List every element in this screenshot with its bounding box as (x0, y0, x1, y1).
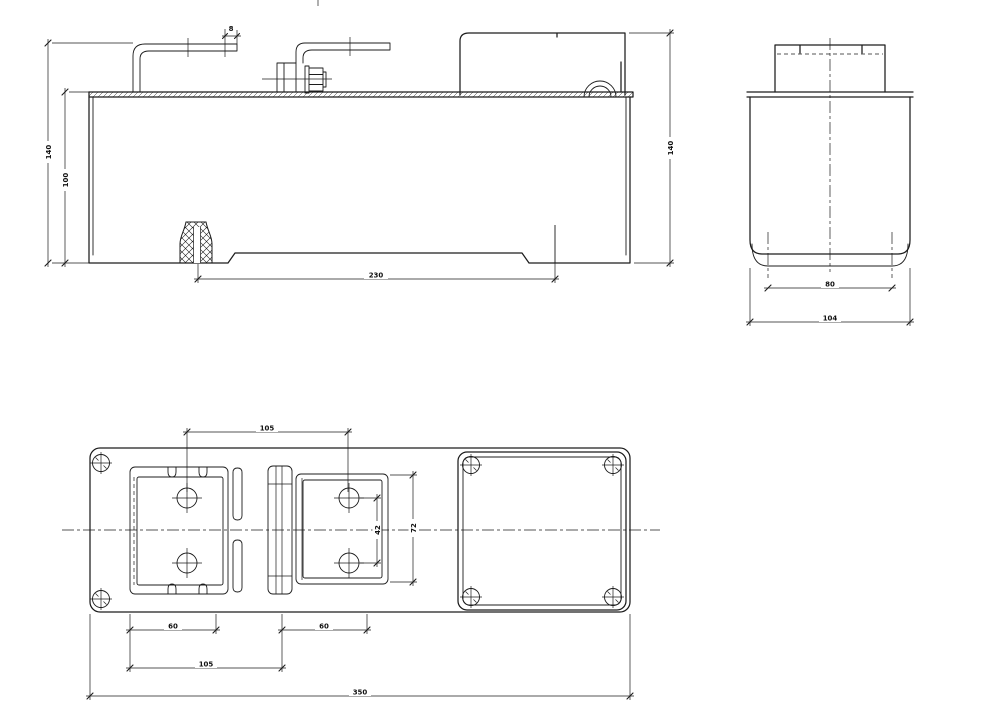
dimension-left-pad-width: 60 (126, 614, 220, 634)
dim-label: 60 (319, 623, 329, 631)
body-outline (88, 91, 631, 264)
dimension-right-height: 140 (629, 29, 675, 267)
corner-screw (460, 586, 482, 608)
plan-view: 105 42 72 60 (62, 423, 660, 700)
dimension-inner-width: 80 (764, 279, 896, 292)
dimension-base-length: 230 (194, 225, 559, 283)
dimension-body-height: 100 (60, 88, 89, 267)
dim-label: 105 (199, 661, 214, 669)
dimension-pad-height: 72 (390, 471, 418, 586)
dimension-right-pad-width: 60 (278, 614, 371, 634)
right-pad (295, 473, 389, 585)
corner-screw (460, 454, 482, 476)
corner-screw (90, 452, 112, 474)
bracket-marks (187, 29, 238, 57)
dimension-hole-span-x: 105 (183, 423, 352, 492)
hatched-bushing (179, 221, 213, 264)
dim-label: 140 (667, 141, 675, 156)
body-inner-walls (92, 96, 627, 256)
cable-arch (583, 80, 617, 98)
end-view: 80 104 (746, 38, 914, 326)
mounting-hole (334, 483, 364, 513)
side-view: 140 100 140 230 (43, 25, 675, 283)
rear-box (459, 32, 626, 96)
dim-label: 42 (374, 525, 382, 535)
corner-screw (90, 588, 112, 610)
dimension-overall-height: 140 (43, 39, 133, 267)
terminal-block (276, 62, 297, 93)
top-plate (88, 91, 634, 98)
dim-label: 140 (45, 145, 53, 160)
dimension-pad-offset: 105 (126, 634, 286, 672)
dim-label: 105 (260, 425, 275, 433)
dimension-bracket-tip: 8 (221, 25, 241, 40)
dimension-overall-width: 104 (746, 268, 914, 326)
l-bracket-2 (295, 42, 391, 64)
dim-label: 80 (825, 281, 835, 289)
dim-label: 60 (168, 623, 178, 631)
pad-tabs (167, 466, 208, 595)
slot (232, 539, 243, 593)
corner-screw (602, 586, 624, 608)
slot (232, 467, 243, 521)
dim-label: 350 (353, 689, 368, 697)
dim-label: 104 (823, 315, 838, 323)
hex-bolt (304, 65, 327, 94)
dim-label: 230 (369, 272, 384, 280)
left-pad (129, 466, 229, 595)
dim-label: 8 (229, 25, 234, 33)
dimension-overall-length: 350 (86, 614, 634, 700)
dim-label: 72 (410, 523, 418, 533)
l-bracket-1 (132, 43, 238, 93)
hinge-strip (267, 465, 293, 595)
dim-label: 100 (62, 173, 70, 188)
cover-plate (457, 451, 627, 611)
dimension-hole-span-y: 42 (360, 494, 382, 567)
extension-centerlines (767, 232, 893, 278)
mounting-hole (334, 548, 364, 578)
mounting-hole (172, 548, 202, 578)
corner-screw (602, 454, 624, 476)
top-plate-hatch (89, 92, 633, 97)
